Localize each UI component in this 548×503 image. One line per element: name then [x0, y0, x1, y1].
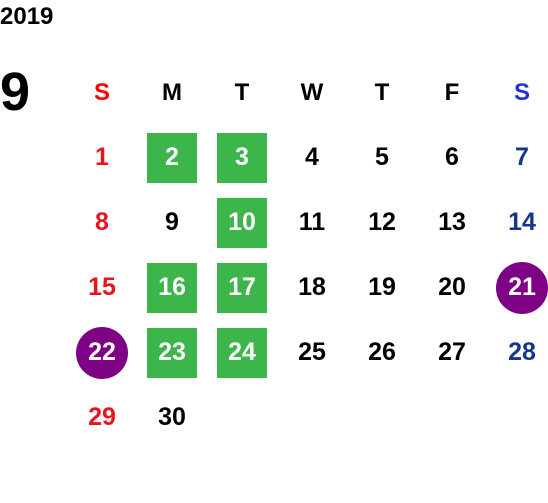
- year-label: 2019: [0, 3, 54, 30]
- day-cell[interactable]: 5: [347, 125, 417, 190]
- day-number[interactable]: 19: [368, 273, 396, 301]
- day-cell[interactable]: 21: [487, 255, 548, 320]
- calendar-grid: S M T W T F S 1 2 3 4 5 6 7 8 9 10 11 12…: [67, 60, 548, 450]
- day-number[interactable]: 23: [147, 327, 197, 378]
- empty-day-cell: [417, 385, 487, 450]
- day-cell[interactable]: 16: [137, 255, 207, 320]
- day-cell[interactable]: 11: [277, 190, 347, 255]
- day-number[interactable]: 18: [298, 273, 326, 301]
- day-number[interactable]: 25: [298, 338, 326, 366]
- day-cell[interactable]: 17: [207, 255, 277, 320]
- day-cell[interactable]: 12: [347, 190, 417, 255]
- day-cell[interactable]: 25: [277, 320, 347, 385]
- day-cell[interactable]: 7: [487, 125, 548, 190]
- day-cell[interactable]: 24: [207, 320, 277, 385]
- day-number[interactable]: 13: [438, 208, 466, 236]
- day-number[interactable]: 4: [305, 143, 319, 171]
- day-cell[interactable]: 23: [137, 320, 207, 385]
- day-number[interactable]: 17: [217, 262, 267, 313]
- day-cell[interactable]: 26: [347, 320, 417, 385]
- day-cell[interactable]: 15: [67, 255, 137, 320]
- day-cell[interactable]: 29: [67, 385, 137, 450]
- day-number[interactable]: 21: [496, 261, 548, 314]
- day-number[interactable]: 10: [217, 197, 267, 248]
- day-number[interactable]: 14: [508, 208, 536, 236]
- day-number[interactable]: 27: [438, 338, 466, 366]
- day-number[interactable]: 30: [158, 403, 186, 431]
- day-number[interactable]: 28: [508, 338, 536, 366]
- month-label: 9: [0, 62, 31, 122]
- weekday-header-mon: M: [162, 78, 182, 106]
- weekday-header-sat: S: [513, 78, 530, 106]
- empty-day-cell: [277, 385, 347, 450]
- weekday-header-fri: F: [444, 78, 460, 106]
- day-number[interactable]: 22: [76, 326, 128, 379]
- day-number[interactable]: 24: [217, 327, 267, 378]
- weekday-header-tue: T: [234, 78, 250, 106]
- day-cell[interactable]: 27: [417, 320, 487, 385]
- day-number[interactable]: 12: [368, 208, 396, 236]
- day-number[interactable]: 1: [95, 143, 109, 171]
- day-cell[interactable]: 9: [137, 190, 207, 255]
- day-number[interactable]: 8: [95, 208, 109, 236]
- day-number[interactable]: 20: [438, 273, 466, 301]
- day-number[interactable]: 9: [165, 208, 179, 236]
- day-cell[interactable]: 4: [277, 125, 347, 190]
- empty-day-cell: [347, 385, 417, 450]
- day-number[interactable]: 6: [445, 143, 459, 171]
- day-cell[interactable]: 6: [417, 125, 487, 190]
- day-cell[interactable]: 10: [207, 190, 277, 255]
- day-number[interactable]: 5: [375, 143, 389, 171]
- day-number[interactable]: 29: [88, 403, 116, 431]
- day-number[interactable]: 26: [368, 338, 396, 366]
- day-cell[interactable]: 20: [417, 255, 487, 320]
- day-cell[interactable]: 28: [487, 320, 548, 385]
- day-cell[interactable]: 22: [67, 320, 137, 385]
- day-number[interactable]: 11: [298, 208, 326, 236]
- empty-day-cell: [487, 385, 548, 450]
- day-number[interactable]: 15: [88, 273, 116, 301]
- day-cell[interactable]: 2: [137, 125, 207, 190]
- day-cell[interactable]: 13: [417, 190, 487, 255]
- day-number[interactable]: 3: [217, 132, 267, 183]
- day-cell[interactable]: 8: [67, 190, 137, 255]
- empty-day-cell: [207, 385, 277, 450]
- weekday-header-sun: S: [93, 78, 110, 106]
- weekday-header-thu: T: [374, 78, 390, 106]
- day-cell[interactable]: 18: [277, 255, 347, 320]
- day-cell[interactable]: 1: [67, 125, 137, 190]
- weekday-header-wed: W: [300, 78, 324, 106]
- day-cell[interactable]: 14: [487, 190, 548, 255]
- day-number[interactable]: 7: [515, 143, 529, 171]
- day-cell[interactable]: 30: [137, 385, 207, 450]
- day-number[interactable]: 16: [147, 262, 197, 313]
- day-cell[interactable]: 19: [347, 255, 417, 320]
- day-cell[interactable]: 3: [207, 125, 277, 190]
- day-number[interactable]: 2: [147, 132, 197, 183]
